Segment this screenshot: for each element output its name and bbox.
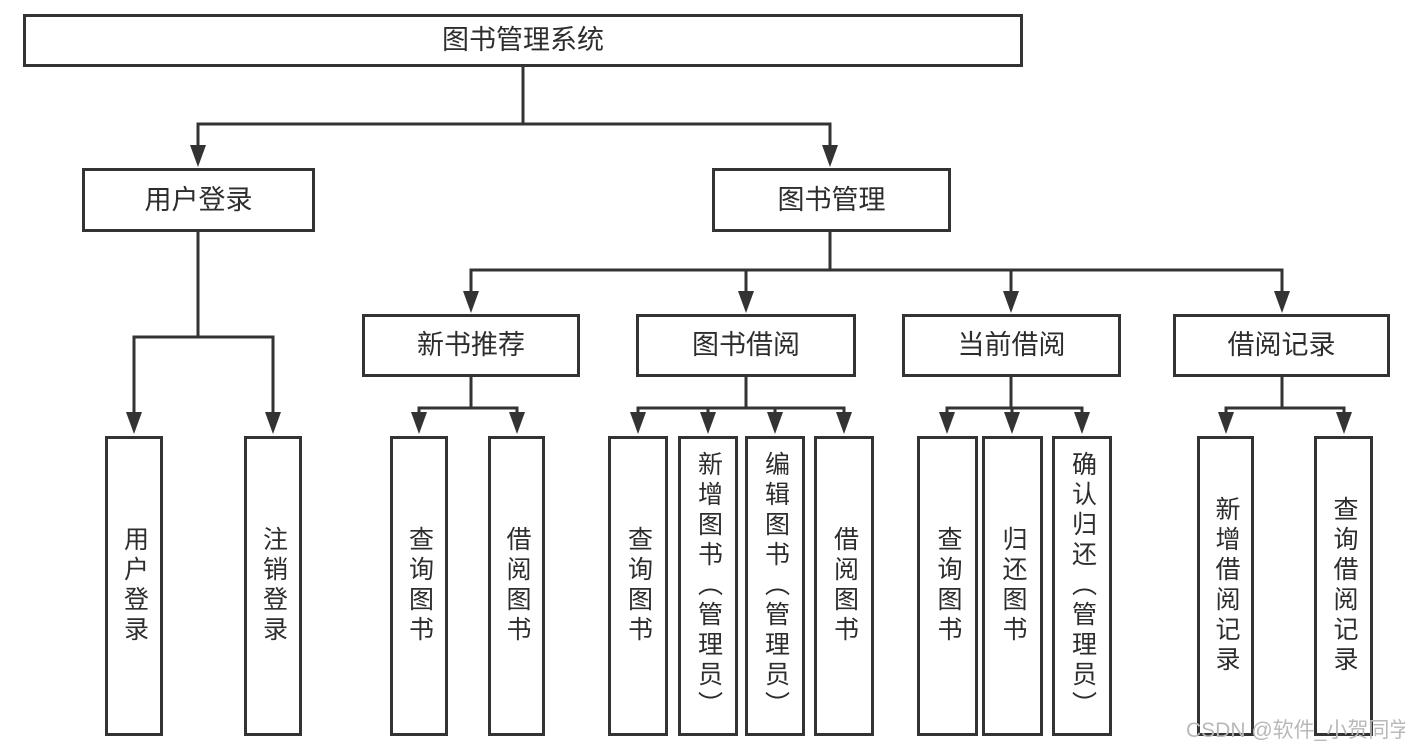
arrow-to-br-add <box>1218 412 1234 434</box>
node-current-borrow: 当前借阅 <box>902 314 1121 377</box>
leaf-bb-borrow-books: 借阅图书 <box>814 436 874 736</box>
arrow-to-current-borrow <box>1003 291 1019 313</box>
arrow-to-leaf-user-login <box>126 412 142 434</box>
leaf-user-login: 用户登录 <box>105 436 163 736</box>
leaf-bb-query-books: 查询图书 <box>608 436 668 736</box>
arrow-to-nbr-query <box>411 412 427 434</box>
node-borrow-records: 借阅记录 <box>1173 314 1390 377</box>
arrow-to-cb-query <box>939 412 955 434</box>
node-new-book-recommend: 新书推荐 <box>362 314 580 377</box>
arrow-to-br-query <box>1336 412 1352 434</box>
node-user-login: 用户登录 <box>82 168 315 232</box>
leaf-bb-edit-books-admin: 编辑图书（管理员） <box>745 436 805 736</box>
leaf-cb-return-books: 归还图书 <box>982 436 1043 736</box>
arrow-to-user-login <box>190 145 206 167</box>
arrow-to-book-management <box>822 145 838 167</box>
arrow-to-bb-query <box>630 412 646 434</box>
arrow-to-new-book <box>463 291 479 313</box>
arrow-to-nbr-borrow <box>509 412 525 434</box>
leaf-br-add-borrow-record: 新增借阅记录 <box>1197 436 1254 736</box>
leaf-br-query-borrow-record: 查询借阅记录 <box>1314 436 1373 736</box>
leaf-nbr-borrow-books: 借阅图书 <box>488 436 545 736</box>
node-book-management: 图书管理 <box>712 168 951 232</box>
leaf-nbr-query-books: 查询图书 <box>390 436 448 736</box>
arrow-to-bb-borrow <box>836 412 852 434</box>
arrow-to-book-borrow <box>738 291 754 313</box>
node-book-borrow: 图书借阅 <box>636 314 856 377</box>
leaf-cb-confirm-return-admin: 确认归还（管理员） <box>1052 436 1112 736</box>
arrow-to-bb-edit <box>767 412 783 434</box>
leaf-logout: 注销登录 <box>244 436 302 736</box>
arrow-to-bb-add <box>700 412 716 434</box>
node-library-system: 图书管理系统 <box>23 14 1023 67</box>
watermark: CSDN @软件_小贺同学 <box>1186 719 1405 742</box>
arrow-to-leaf-logout <box>265 412 281 434</box>
leaf-cb-query-books: 查询图书 <box>917 436 978 736</box>
arrow-to-borrow-records <box>1274 291 1290 313</box>
leaf-bb-add-books-admin: 新增图书（管理员） <box>678 436 738 736</box>
arrow-to-cb-confirm <box>1074 412 1090 434</box>
arrow-to-cb-return <box>1004 412 1020 434</box>
